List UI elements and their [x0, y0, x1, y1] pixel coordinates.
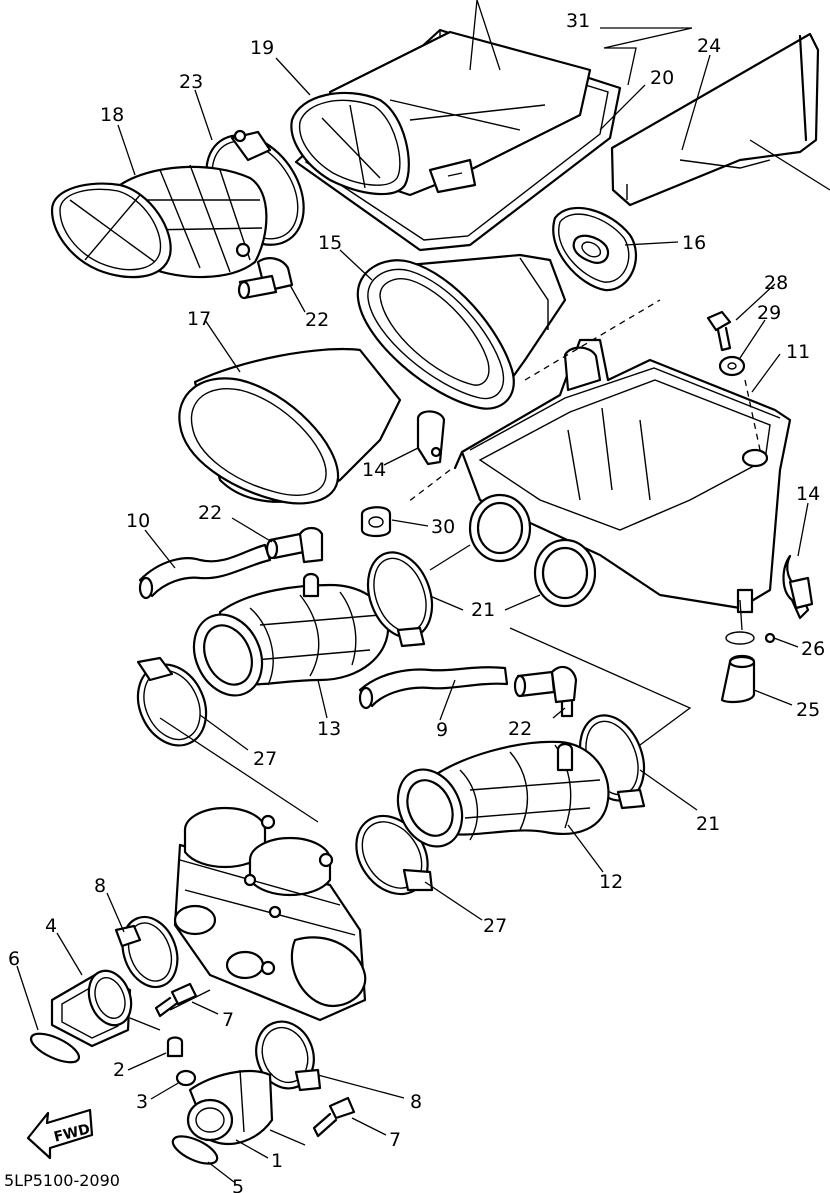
drawing-code: 5LP5100-2090 [4, 1171, 120, 1190]
part-14-clip-right [782, 554, 814, 620]
callout-22-lower: 22 [508, 718, 532, 740]
callout-10: 10 [126, 510, 150, 532]
part-10-hose [138, 543, 272, 600]
part-25-drain-plug [720, 654, 756, 704]
part-17-filter-element [178, 347, 402, 505]
callout-16: 16 [682, 232, 706, 254]
part-1-manifold-right [186, 1069, 274, 1145]
part-22-elbow-upper [237, 257, 294, 300]
callout-6: 6 [8, 948, 20, 970]
callout-7-upper: 7 [222, 1009, 234, 1031]
part-22-elbow-lower [513, 665, 578, 718]
part-11-filter-case [453, 338, 792, 614]
carburetor-assembly [173, 806, 367, 1022]
callout-26: 26 [801, 638, 825, 660]
part-15-filter-frame [356, 253, 567, 410]
callout-14-right: 14 [796, 483, 820, 505]
part-5-o-ring [171, 1135, 219, 1165]
part-22-elbow-middle [265, 526, 324, 564]
callout-21-lower: 21 [696, 813, 720, 835]
part-24-side-panel [610, 32, 820, 207]
callout-3: 3 [136, 1091, 148, 1113]
callout-24: 24 [697, 35, 721, 57]
callout-21-upper: 21 [471, 599, 495, 621]
part-26-spring-clip [725, 631, 776, 645]
callout-31: 31 [566, 10, 590, 32]
callout-7-lower: 7 [389, 1129, 401, 1151]
part-7-bolt-upper [154, 982, 198, 1018]
callout-29: 29 [757, 302, 781, 324]
assembly-lines [129, 139, 830, 1146]
callout-13: 13 [317, 718, 341, 740]
callout-30: 30 [431, 516, 455, 538]
callout-14-left: 14 [362, 459, 386, 481]
part-3-clip [175, 1069, 197, 1087]
callout-25: 25 [796, 699, 820, 721]
part-4-manifold-left [50, 969, 133, 1048]
callout-28: 28 [764, 272, 788, 294]
callout-1: 1 [271, 1150, 283, 1172]
callout-5: 5 [232, 1176, 244, 1193]
part-8-clamp-upper [114, 915, 179, 989]
callout-27-lower: 27 [483, 915, 507, 937]
part-27-clamp-upper [136, 656, 208, 747]
fwd-arrow-icon: FWD [26, 1108, 94, 1160]
callout-17: 17 [187, 308, 211, 330]
callout-labels: 31 24 19 20 23 18 16 15 22 28 29 17 11 1… [8, 10, 825, 1193]
callout-2: 2 [113, 1059, 125, 1081]
part-12-intake-joint-right [396, 740, 610, 848]
callout-18: 18 [100, 104, 124, 126]
part-21-clamp-upper [366, 551, 434, 648]
part-7-bolt-lower [312, 1096, 356, 1138]
callout-8-lower: 8 [410, 1091, 422, 1113]
part-16-grommet-plate [552, 207, 638, 292]
callout-27-upper: 27 [253, 748, 277, 770]
callout-23: 23 [179, 71, 203, 93]
part-30-grommet [360, 506, 392, 538]
callout-9: 9 [436, 719, 448, 741]
part-2-nipple [166, 1036, 184, 1058]
part-14-clip-left [416, 410, 446, 466]
callout-22-middle: 22 [198, 502, 222, 524]
callout-15: 15 [318, 232, 342, 254]
part-28-bolt [706, 310, 732, 352]
part-18-air-funnel [50, 164, 268, 279]
part-9-hose [358, 666, 509, 710]
callout-4: 4 [45, 915, 57, 937]
callout-12: 12 [599, 871, 623, 893]
part-8-clamp-lower [255, 1020, 322, 1092]
leader-lines [16, 0, 809, 1183]
part-13-intake-joint-left [192, 572, 390, 697]
callout-11: 11 [786, 341, 810, 363]
callout-8-upper: 8 [94, 875, 106, 897]
callout-22-upper: 22 [305, 309, 329, 331]
part-6-o-ring [29, 1032, 81, 1064]
callout-19: 19 [250, 37, 274, 59]
callout-20: 20 [650, 67, 674, 89]
part-29-washer [718, 355, 746, 377]
